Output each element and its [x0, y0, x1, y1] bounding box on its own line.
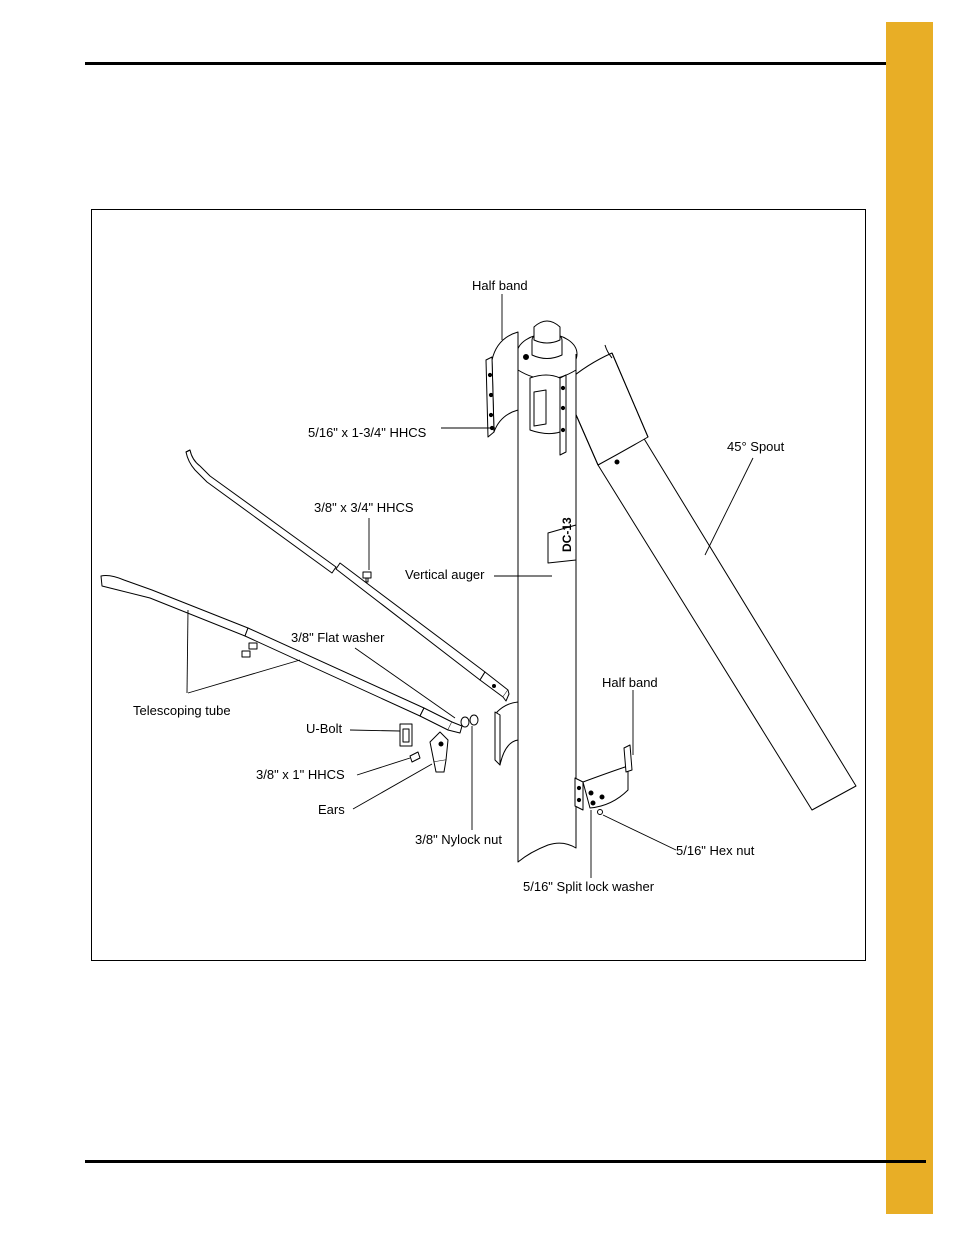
auger-bracket-left — [494, 701, 519, 766]
hhcs-3-8-x-3-4-bolt — [362, 571, 372, 583]
ears — [429, 731, 449, 773]
label-flat-washer-3-8: 3/8" Flat washer — [291, 630, 385, 645]
telescoping-tube-lower — [100, 575, 463, 734]
flat-washer-3-8 — [460, 716, 470, 728]
nylock-nut-3-8 — [469, 714, 479, 726]
label-split-lock-washer-5-16: 5/16" Split lock washer — [523, 879, 655, 894]
spout-45 — [562, 344, 857, 811]
half-band-top-front — [559, 374, 567, 456]
auger-stencil: DC-13 — [560, 517, 574, 552]
label-ears: Ears — [318, 802, 345, 817]
label-hex-nut-5-16: 5/16" Hex nut — [676, 843, 755, 858]
footer-rule — [85, 1160, 926, 1163]
half-band-bottom — [574, 744, 633, 811]
half-band-top — [485, 331, 519, 438]
label-vertical-auger: Vertical auger — [405, 567, 485, 582]
label-half-band-top: Half band — [472, 278, 528, 293]
label-nylock-nut-3-8: 3/8" Nylock nut — [415, 832, 502, 847]
vertical-auger — [516, 320, 578, 863]
label-hhcs-5-16-x-1-3-4: 5/16" x 1-3/4" HHCS — [308, 425, 427, 440]
u-bolt — [399, 723, 413, 747]
telescoping-tube-upper — [185, 449, 510, 702]
label-hhcs-3-8-x-1: 3/8" x 1" HHCS — [256, 767, 345, 782]
leader-lines — [186, 294, 754, 878]
lower-tube-bolt — [241, 642, 258, 658]
label-half-band-bottom: Half band — [602, 675, 658, 690]
chapter-side-tab — [886, 22, 933, 1214]
label-u-bolt: U-Bolt — [306, 721, 343, 736]
hex-nut-5-16 — [597, 809, 603, 815]
header-rule — [85, 62, 926, 65]
label-telescoping-tube: Telescoping tube — [133, 703, 231, 718]
figure-frame — [91, 209, 866, 961]
label-hhcs-3-8-x-3-4: 3/8" x 3/4" HHCS — [314, 500, 414, 515]
hhcs-3-8-x-1-bolt — [409, 751, 421, 763]
label-spout-45: 45° Spout — [727, 439, 785, 454]
